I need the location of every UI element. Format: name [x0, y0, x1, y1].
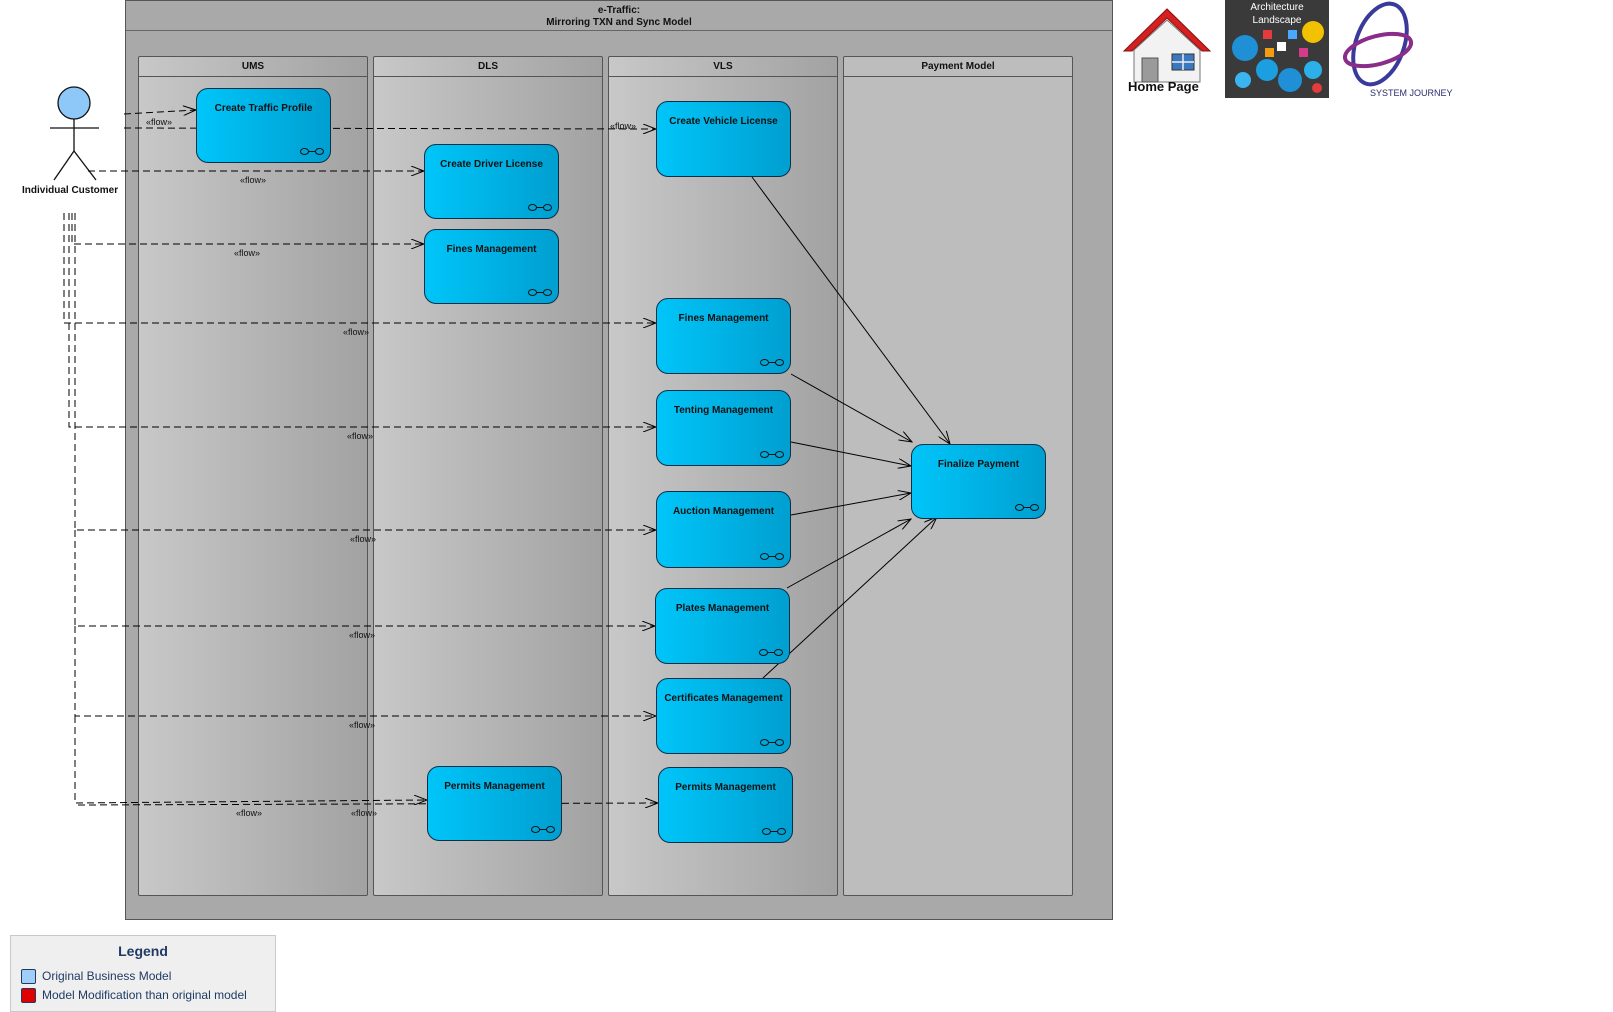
use-case-symbol-icon [760, 739, 784, 747]
home-icon[interactable] [1120, 4, 1214, 96]
legend-title: Legend [118, 943, 168, 959]
flow-to-create-traffic-profile [123, 110, 196, 114]
use-case-symbol-icon [762, 828, 786, 836]
use-case-vls-fines-management[interactable]: Fines Management [656, 298, 791, 374]
flow-to-tenting-management [68, 213, 656, 427]
frame-title-line-1: e-Traffic: [597, 5, 641, 16]
legend-item-modification: Model Modification than original model [21, 988, 247, 1004]
flow-to-auction-management [74, 213, 656, 530]
frame-title: e-Traffic: Mirroring TXN and Sync Model [126, 1, 1112, 31]
flow-label: «flow» [349, 720, 376, 730]
flow-label: «flow» [610, 121, 637, 131]
flow-to-vls-permits-management [77, 803, 658, 805]
flow-label: «flow» [240, 175, 267, 185]
use-case-symbol-icon [531, 826, 555, 834]
use-case-dls-fines-management[interactable]: Fines Management [424, 229, 559, 304]
actor-head [57, 86, 91, 120]
flow-label: «flow» [349, 630, 376, 640]
use-case-label: Certificates Management [664, 693, 783, 704]
architecture-label-line-1: Architecture [1250, 2, 1304, 13]
legend-item-original: Original Business Model [21, 969, 172, 985]
use-case-create-traffic-profile[interactable]: Create Traffic Profile [196, 88, 331, 163]
assoc-tenting-payment [790, 441, 911, 466]
use-case-label: Auction Management [672, 506, 775, 517]
flow-label: «flow» [350, 534, 377, 544]
use-case-create-driver-license[interactable]: Create Driver License [424, 144, 559, 219]
use-case-label: Create Vehicle License [669, 116, 778, 127]
legend-swatch-modification [21, 988, 36, 1004]
use-case-label: Fines Management [678, 313, 769, 324]
frame-title-line-2: Mirroring TXN and Sync Model [546, 17, 692, 28]
use-case-auction-management[interactable]: Auction Management [656, 491, 791, 568]
use-case-label: Tenting Management [673, 405, 774, 416]
use-case-vls-permits-management[interactable]: Permits Management [658, 767, 793, 843]
use-case-label: Finalize Payment [937, 459, 1020, 470]
gears-graphic [1232, 21, 1324, 93]
flow-to-vls-fines-management [63, 213, 656, 323]
use-case-symbol-icon [300, 148, 324, 156]
actor-figure[interactable] [50, 86, 99, 181]
lane-payment-header: Payment Model [844, 57, 1072, 77]
lane-vls: VLS [608, 56, 838, 896]
use-case-dls-permits-management[interactable]: Permits Management [427, 766, 562, 841]
assoc-plates-payment [786, 519, 911, 589]
flow-to-dls-permits-management [74, 716, 427, 803]
assoc-vehicle-license-payment [751, 176, 950, 444]
use-case-symbol-icon [528, 289, 552, 297]
flow-to-plates-management [74, 530, 655, 626]
system-journey-label[interactable]: SYSTEM JOURNEY [1370, 88, 1453, 98]
use-case-label: Permits Management [675, 782, 776, 793]
lane-vls-header: VLS [609, 57, 837, 77]
flow-label: «flow» [343, 327, 370, 337]
use-case-label: Fines Management [446, 244, 537, 255]
use-case-symbol-icon [760, 451, 784, 459]
legend-swatch-original [21, 969, 36, 985]
lane-ums-header: UMS [139, 57, 367, 77]
flow-label: «flow» [347, 431, 374, 441]
lane-dls-header: DLS [374, 57, 602, 77]
architecture-label-line-2: Landscape [1252, 15, 1302, 26]
lane-ums: UMS [138, 56, 368, 896]
assoc-auction-payment [790, 493, 911, 516]
use-case-label: Create Driver License [440, 159, 543, 170]
flow-to-dls-fines-management [71, 213, 424, 244]
use-case-tenting-management[interactable]: Tenting Management [656, 390, 791, 466]
use-case-symbol-icon [528, 204, 552, 212]
use-case-plates-management[interactable]: Plates Management [655, 588, 790, 664]
flow-label: «flow» [146, 117, 173, 127]
use-case-symbol-icon [759, 649, 783, 657]
assoc-certificates-payment [762, 517, 937, 679]
home-page-label[interactable]: Home Page [1128, 79, 1199, 94]
architecture-landscape-icon[interactable]: Architecture Landscape [1225, 0, 1329, 98]
use-case-label: Create Traffic Profile [214, 103, 313, 114]
legend-item-label: Original Business Model [42, 969, 172, 983]
system-journey-icon[interactable] [1332, 0, 1440, 100]
use-case-symbol-icon [1015, 504, 1039, 512]
assoc-fines-payment [790, 373, 912, 442]
legend-item-label: Model Modification than original model [42, 988, 247, 1002]
use-case-create-vehicle-license[interactable]: Create Vehicle License [656, 101, 791, 177]
use-case-label: Permits Management [444, 781, 545, 792]
legend: Legend Original Business Model Model Mod… [10, 935, 276, 1012]
flow-label: «flow» [351, 808, 378, 818]
use-case-symbol-icon [760, 359, 784, 367]
actor-label: Individual Customer [22, 185, 119, 196]
flow-label: «flow» [234, 248, 261, 258]
use-case-label: Plates Management [675, 603, 770, 614]
flow-label: «flow» [236, 808, 263, 818]
use-case-finalize-payment[interactable]: Finalize Payment [911, 444, 1046, 519]
use-case-symbol-icon [760, 553, 784, 561]
use-case-certificates-management[interactable]: Certificates Management [656, 678, 791, 754]
